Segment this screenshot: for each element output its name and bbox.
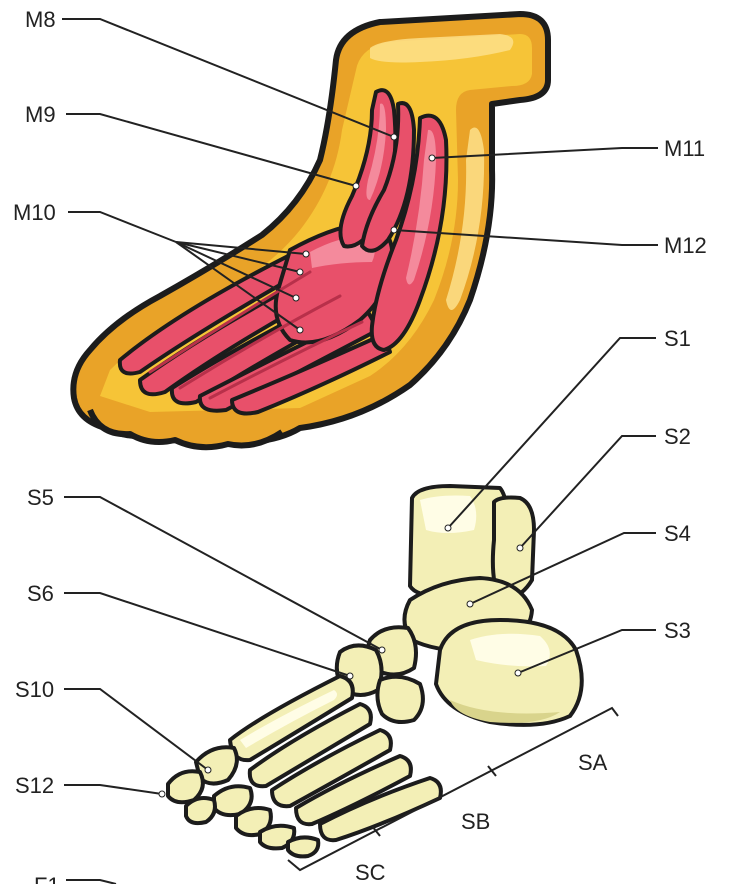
label-s3: S3 (664, 618, 691, 643)
label-m12: M12 (664, 233, 707, 258)
label-s5: S5 (27, 485, 54, 510)
label-sb: SB (461, 809, 490, 834)
label-m10: M10 (13, 200, 56, 225)
label-s10: S10 (15, 677, 54, 702)
label-sc: SC (355, 860, 386, 884)
label-s12: S12 (15, 773, 54, 798)
label-s1: S1 (664, 326, 691, 351)
label-m11: M11 (664, 136, 705, 161)
label-m9: M9 (25, 102, 56, 127)
label-s2: S2 (664, 424, 691, 449)
label-m8: M8 (25, 7, 56, 32)
label-s6: S6 (27, 581, 54, 606)
label-sa: SA (578, 750, 608, 775)
label-s4: S4 (664, 521, 691, 546)
label-f1: F1 (34, 873, 60, 884)
